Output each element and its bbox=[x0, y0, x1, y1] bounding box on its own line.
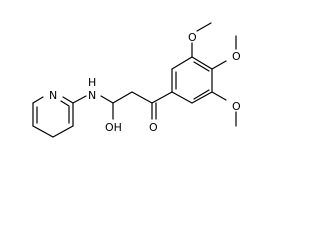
atom-h-amide: H bbox=[88, 76, 96, 89]
atom-n-ring: N bbox=[49, 89, 57, 102]
molecule-diagram: O O O O OH N H N bbox=[32, 22, 241, 138]
atom-o-methoxy-top: O bbox=[188, 31, 197, 44]
atom-oh: OH bbox=[105, 121, 122, 134]
methoxy-groups bbox=[191, 22, 237, 127]
atom-o-ketone: O bbox=[149, 121, 158, 134]
atom-n-amide: N bbox=[88, 89, 96, 102]
benzene-ring bbox=[171, 56, 213, 104]
atom-o-methoxy-mid: O bbox=[232, 50, 241, 63]
atom-o-methoxy-low: O bbox=[232, 100, 241, 113]
pyridine-ring bbox=[32, 96, 74, 138]
linker-chain bbox=[72, 91, 173, 120]
